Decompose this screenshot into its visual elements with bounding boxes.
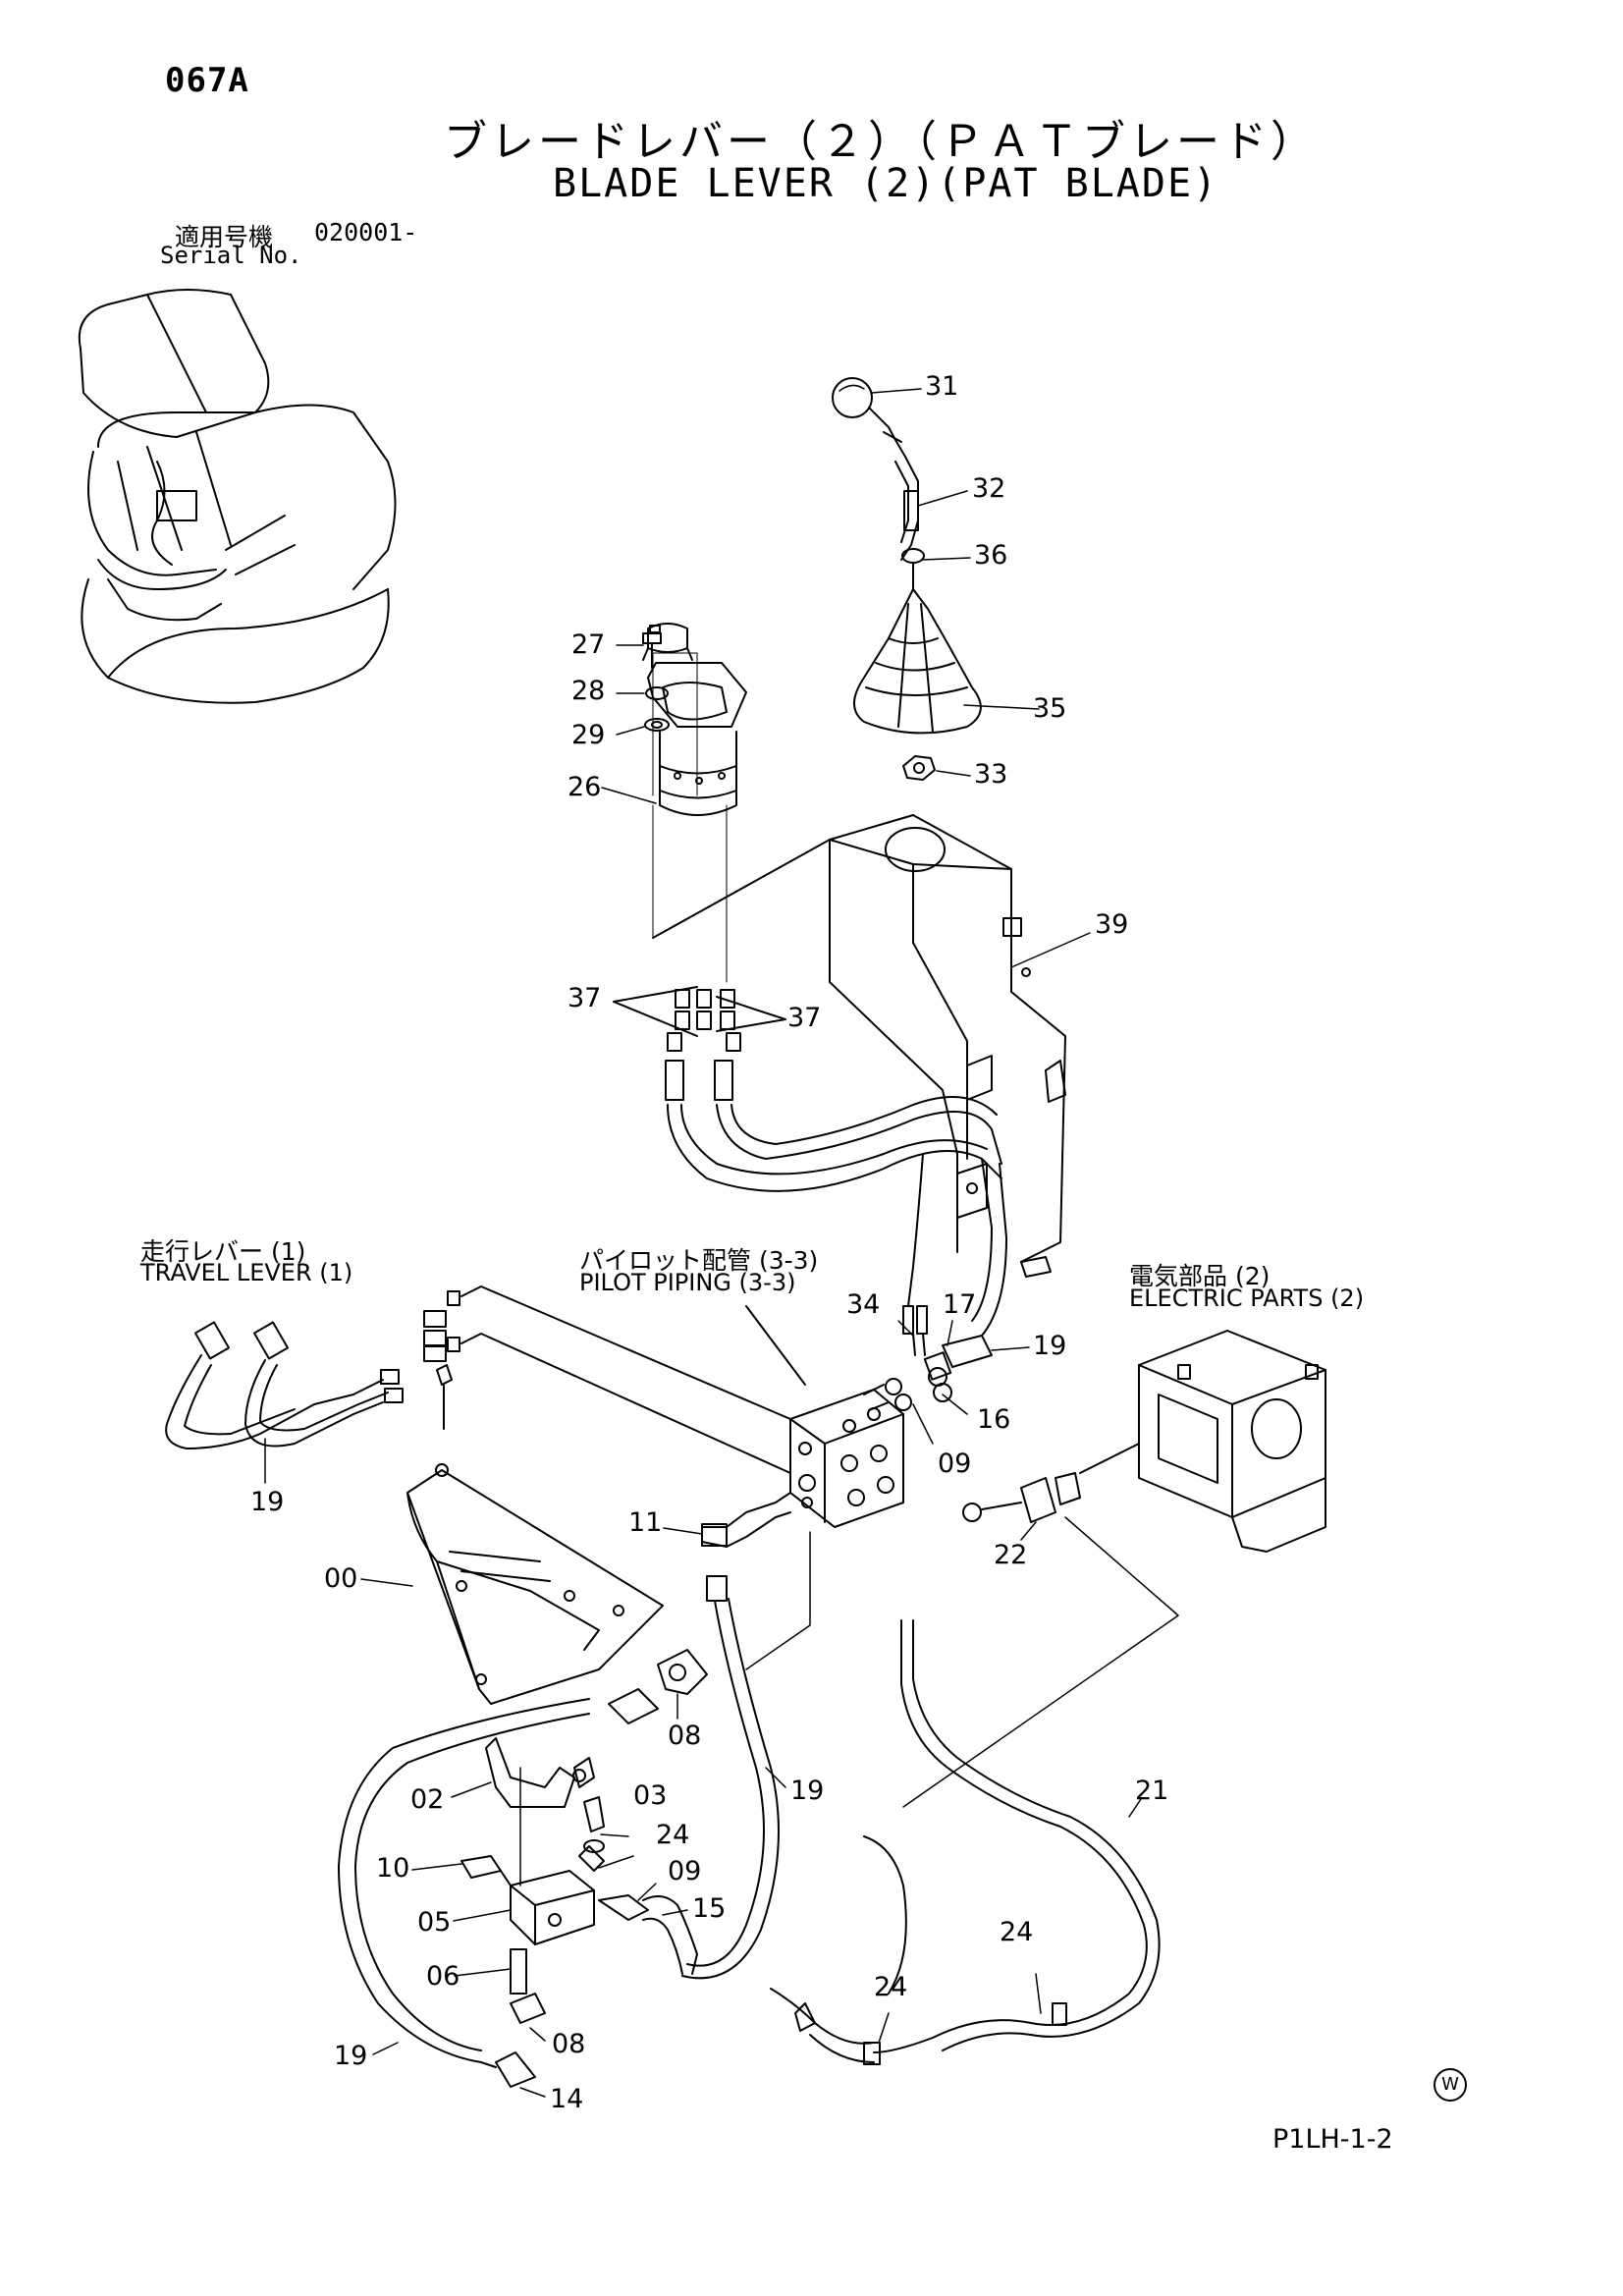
- connector-22: [963, 1473, 1080, 1522]
- leader-line: [746, 1306, 805, 1385]
- callout-05: 05: [417, 1907, 452, 1938]
- solenoid-valve-05: [461, 1846, 697, 2087]
- callout-19-middle: 19: [790, 1776, 825, 1806]
- callout-28: 28: [571, 676, 606, 706]
- wire-harness-21: [771, 1620, 1160, 2064]
- pilot-valve-block: [790, 1390, 903, 1527]
- screw-03: [584, 1797, 604, 1852]
- callout-10: 10: [376, 1853, 410, 1884]
- elbow-and-hose: [682, 1493, 790, 1978]
- leader-line: [461, 1334, 790, 1473]
- reference-electric-parts-en: ELECTRIC PARTS (2): [1129, 1285, 1365, 1312]
- serial-number-value: 020001-: [314, 218, 418, 246]
- callout-19-upper: 19: [1033, 1331, 1067, 1361]
- leader-line: [1080, 1444, 1139, 1473]
- callout-34: 34: [846, 1289, 881, 1320]
- lever-knob-assembly: [833, 378, 924, 589]
- switch-and-fittings: [864, 1306, 992, 1410]
- callout-35: 35: [1033, 693, 1067, 724]
- callout-24-right: 24: [1000, 1917, 1034, 1947]
- page-reference-code: P1LH-1-2: [1272, 2124, 1393, 2155]
- serial-label-japanese: 適用号機: [175, 223, 274, 251]
- callout-16: 16: [977, 1404, 1011, 1435]
- nut: [903, 756, 935, 780]
- callout-37-left: 37: [568, 983, 602, 1013]
- hose-fittings-37: [614, 987, 785, 1051]
- callout-24-middle: 24: [874, 1972, 908, 2002]
- rubber-boot: [854, 589, 981, 733]
- reference-electric-parts-jp: 電気部品 (2): [1129, 1262, 1271, 1290]
- bracket-02: [486, 1738, 594, 1807]
- callout-36: 36: [974, 540, 1008, 571]
- fitting-08-upper: [609, 1650, 707, 1723]
- callout-32: 32: [972, 473, 1006, 504]
- callout-09-lower: 09: [668, 1856, 702, 1886]
- washers: [645, 687, 669, 731]
- callout-21: 21: [1135, 1776, 1169, 1806]
- long-hose-19: [339, 1699, 589, 2067]
- reference-travel-lever-en: TRAVEL LEVER (1): [140, 1259, 353, 1286]
- pilot-hoses: [666, 1061, 1006, 1336]
- callout-19-left: 19: [250, 1487, 285, 1517]
- reference-pilot-piping-en: PILOT PIPING (3-3): [579, 1269, 796, 1296]
- serial-label-english: Serial No.: [160, 242, 302, 269]
- pilot-valve: [643, 624, 746, 815]
- callout-02: 02: [410, 1784, 445, 1815]
- callout-00: 00: [324, 1563, 358, 1594]
- callout-29: 29: [571, 720, 606, 750]
- leader-line: [461, 1286, 790, 1419]
- leader-line: [746, 1532, 810, 1669]
- callout-27: 27: [571, 629, 606, 660]
- leader-line: [653, 840, 830, 938]
- callout-31: 31: [925, 371, 959, 402]
- page-code: 067A: [165, 61, 249, 100]
- callout-26: 26: [568, 772, 602, 802]
- callout-33: 33: [974, 759, 1008, 790]
- callout-08-lower: 08: [552, 2029, 586, 2059]
- callout-11: 11: [628, 1507, 663, 1538]
- callout-17: 17: [943, 1289, 977, 1320]
- callout-08-upper: 08: [668, 1721, 702, 1751]
- page-title-english: BLADE LEVER (2)(PAT BLADE): [553, 161, 1219, 206]
- mounting-plate: [407, 1365, 663, 1704]
- manufacturer-logo: W: [1434, 2068, 1467, 2102]
- callout-24-upper: 24: [656, 1820, 690, 1850]
- callout-03: 03: [633, 1780, 668, 1811]
- callout-09-upper: 09: [938, 1449, 972, 1479]
- page-title-japanese: ブレードレバー（２）（ＰＡＴブレード）: [444, 117, 1318, 167]
- lever-bracket: [830, 815, 1065, 1277]
- callout-19-bottom: 19: [334, 2041, 368, 2071]
- callout-06: 06: [426, 1961, 460, 1992]
- callout-39: 39: [1095, 909, 1129, 940]
- machine-location-thumbnail: [80, 290, 396, 703]
- leader-line: [903, 1517, 1178, 1807]
- reference-travel-lever-jp: 走行レバー (1): [140, 1237, 306, 1266]
- callout-37-right: 37: [787, 1003, 822, 1033]
- bolt-27: [643, 626, 661, 668]
- callout-14: 14: [550, 2084, 584, 2114]
- travel-lever-hoses: [166, 1291, 460, 1449]
- callout-leaders: [265, 389, 1141, 2097]
- callout-15: 15: [692, 1893, 727, 1924]
- callout-22: 22: [994, 1540, 1028, 1570]
- reference-pilot-piping-jp: パイロット配管 (3-3): [579, 1246, 819, 1275]
- electric-box: [1139, 1331, 1325, 1552]
